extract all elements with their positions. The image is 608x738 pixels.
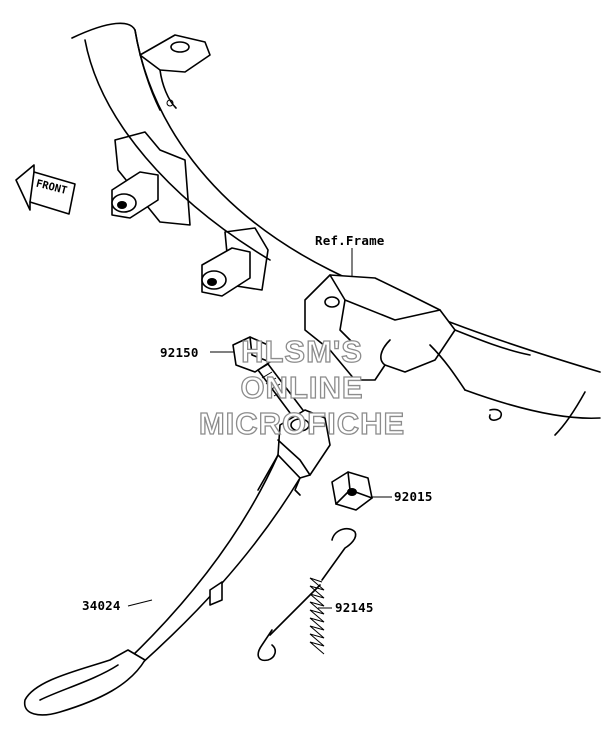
callout-34024: 34024 bbox=[82, 598, 121, 613]
callout-92150: 92150 bbox=[160, 345, 199, 360]
watermark-line-2: ONLINE bbox=[240, 370, 363, 405]
callout-ref-frame: Ref.Frame bbox=[315, 233, 385, 248]
side-stand-34024 bbox=[24, 409, 331, 716]
callout-92015: 92015 bbox=[394, 489, 433, 504]
leader-lines bbox=[127, 248, 392, 609]
front-direction-arrow: FRONT bbox=[15, 164, 76, 215]
watermark-line-1: HLSM'S bbox=[241, 334, 363, 369]
callout-92145: 92145 bbox=[335, 600, 374, 615]
spring-92145 bbox=[257, 527, 357, 662]
watermark-line-3: MICROFICHE bbox=[199, 406, 405, 441]
nut-92015 bbox=[331, 471, 373, 511]
watermark: HLSM'S ONLINE MICROFICHE bbox=[198, 333, 405, 441]
frame-illustration bbox=[71, 22, 601, 436]
